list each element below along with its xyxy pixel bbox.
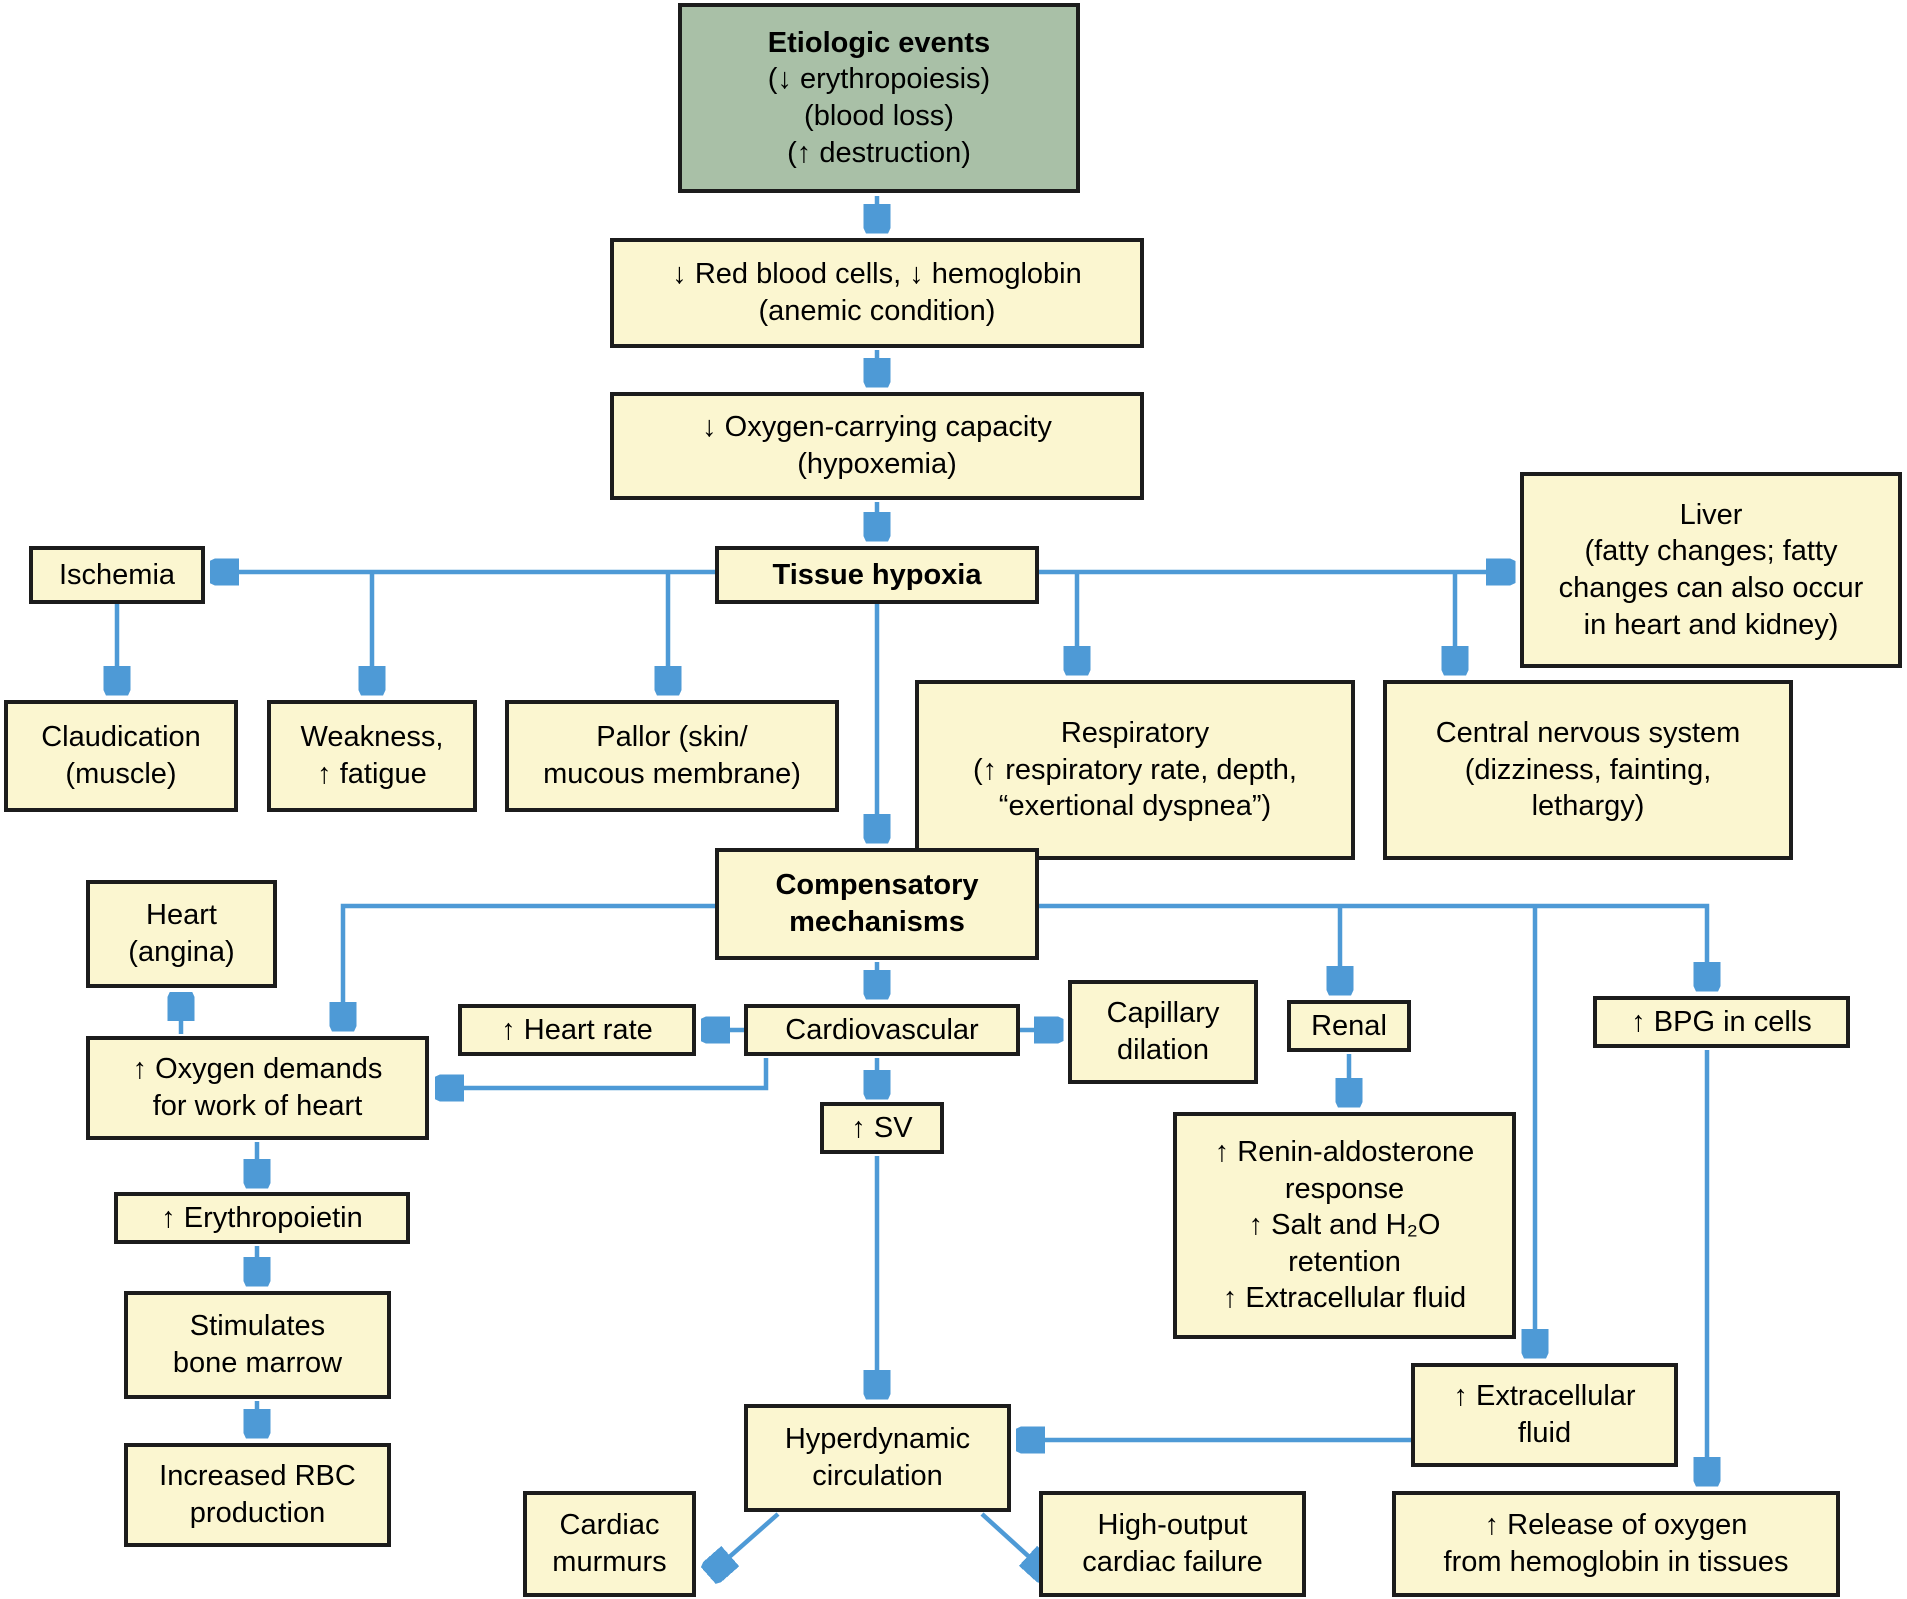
node-heart-angina-label: Heart (angina) <box>128 899 235 968</box>
node-increased-rbc-production-label: Increased RBC production <box>159 1460 356 1529</box>
node-tissue-hypoxia: Tissue hypoxia <box>715 546 1039 604</box>
node-cardiac-murmurs-label: Cardiac murmurs <box>552 1509 667 1578</box>
node-renin-aldosterone-label: ↑ Renin-aldosterone response ↑ Salt and … <box>1214 1136 1475 1315</box>
arrow-hyperdynamic-to-high-output <box>980 1512 1048 1574</box>
node-heart-rate: ↑ Heart rate <box>458 1004 696 1056</box>
node-stroke-volume-label: ↑ SV <box>851 1111 913 1144</box>
node-renal-label: Renal <box>1311 1009 1387 1042</box>
node-pallor: Pallor (skin/ mucous membrane) <box>505 700 839 812</box>
node-oxygen-release: ↑ Release of oxygen from hemoglobin in t… <box>1392 1491 1840 1597</box>
node-hyperdynamic-circulation-label: Hyperdynamic circulation <box>784 1423 971 1492</box>
node-liver-label: Liver (fatty changes; fatty changes can … <box>1558 498 1864 641</box>
node-extracellular-fluid: ↑ Extracellular fluid <box>1411 1363 1678 1467</box>
node-oxygen-carrying-capacity-label: ↓ Oxygen-carrying capacity (hypoxemia) <box>702 411 1052 480</box>
node-weakness-fatigue: Weakness, ↑ fatigue <box>267 700 477 812</box>
arrow-cardiovascular-to-oxygen-demands <box>437 1058 769 1088</box>
arrow-compensatory-to-oxygen-demands <box>343 903 715 1029</box>
node-respiratory-label: Respiratory (↑ respiratory rate, depth, … <box>973 717 1297 823</box>
arrow-compensatory-to-bpg <box>1039 903 1707 989</box>
node-high-output-cardiac-failure-label: High-output cardiac failure <box>1082 1509 1263 1578</box>
node-etiologic-events: Etiologic events(↓ erythropoiesis) (bloo… <box>678 3 1080 193</box>
node-claudication-label: Claudication (muscle) <box>41 721 201 790</box>
node-liver: Liver (fatty changes; fatty changes can … <box>1520 472 1902 668</box>
node-bpg-in-cells: ↑ BPG in cells <box>1593 996 1850 1048</box>
node-cardiac-murmurs: Cardiac murmurs <box>523 1491 696 1597</box>
node-heart-angina: Heart (angina) <box>86 880 277 988</box>
node-oxygen-demands-label: ↑ Oxygen demands for work of heart <box>132 1053 383 1122</box>
node-compensatory-mechanisms: Compensatory mechanisms <box>715 848 1039 960</box>
arrow-hyperdynamic-to-cardiac-murmurs <box>710 1512 780 1574</box>
node-oxygen-demands: ↑ Oxygen demands for work of heart <box>86 1036 429 1140</box>
node-capillary-dilation: Capillary dilation <box>1068 980 1258 1084</box>
node-oxygen-release-label: ↑ Release of oxygen from hemoglobin in t… <box>1443 1509 1789 1578</box>
node-oxygen-carrying-capacity: ↓ Oxygen-carrying capacity (hypoxemia) <box>610 392 1144 500</box>
node-hyperdynamic-circulation: Hyperdynamic circulation <box>744 1404 1011 1512</box>
node-stroke-volume: ↑ SV <box>820 1102 944 1154</box>
node-compensatory-mechanisms-label: Compensatory mechanisms <box>775 869 979 938</box>
node-central-nervous-system-label: Central nervous system (dizziness, faint… <box>1435 717 1741 823</box>
node-extracellular-fluid-label: ↑ Extracellular fluid <box>1453 1380 1636 1449</box>
node-stimulates-bone-marrow: Stimulates bone marrow <box>124 1291 391 1399</box>
node-central-nervous-system: Central nervous system (dizziness, faint… <box>1383 680 1793 860</box>
node-erythropoietin-label: ↑ Erythropoietin <box>161 1201 363 1234</box>
node-erythropoietin: ↑ Erythropoietin <box>114 1192 410 1244</box>
node-etiologic-events-label: Etiologic events(↓ erythropoiesis) (bloo… <box>767 26 991 169</box>
node-ischemia: Ischemia <box>29 546 205 604</box>
node-red-blood-cells-label: ↓ Red blood cells, ↓ hemoglobin (anemic … <box>672 258 1082 327</box>
node-heart-rate-label: ↑ Heart rate <box>501 1013 653 1046</box>
node-increased-rbc-production: Increased RBC production <box>124 1443 391 1547</box>
node-ischemia-label: Ischemia <box>58 558 176 591</box>
node-claudication: Claudication (muscle) <box>4 700 238 812</box>
node-red-blood-cells: ↓ Red blood cells, ↓ hemoglobin (anemic … <box>610 238 1144 348</box>
node-bpg-in-cells-label: ↑ BPG in cells <box>1631 1005 1812 1038</box>
node-weakness-fatigue-label: Weakness, ↑ fatigue <box>300 721 444 790</box>
node-cardiovascular: Cardiovascular <box>744 1004 1020 1056</box>
node-capillary-dilation-label: Capillary dilation <box>1106 997 1220 1066</box>
node-pallor-label: Pallor (skin/ mucous membrane) <box>543 721 801 790</box>
node-cardiovascular-label: Cardiovascular <box>785 1013 979 1046</box>
node-high-output-cardiac-failure: High-output cardiac failure <box>1039 1491 1306 1597</box>
node-stimulates-bone-marrow-label: Stimulates bone marrow <box>172 1310 343 1379</box>
node-renin-aldosterone: ↑ Renin-aldosterone response ↑ Salt and … <box>1173 1112 1516 1339</box>
node-respiratory: Respiratory (↑ respiratory rate, depth, … <box>915 680 1355 860</box>
node-renal: Renal <box>1287 1000 1411 1052</box>
node-tissue-hypoxia-label: Tissue hypoxia <box>772 558 982 591</box>
